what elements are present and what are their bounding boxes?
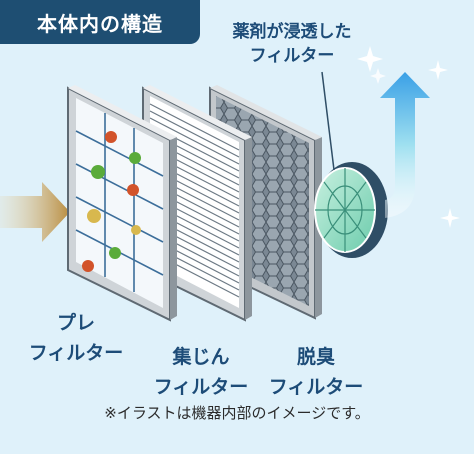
label-pointer (321, 71, 335, 171)
outflow-arrow-icon (380, 72, 430, 218)
medicated-filter-label-line2: フィルター (249, 46, 335, 66)
medicated-filter-label: 薬剤が浸透した フィルター (212, 20, 372, 68)
deodorizing-filter-label-line1: 脱臭 (296, 346, 335, 368)
deodorizing-filter-label-line2: フィルター (268, 376, 364, 398)
dust-collection-filter-label-line1: 集じん (172, 346, 230, 368)
dust-collection-filter-label: 集じん フィルター (136, 342, 266, 402)
pre-filter-label-line1: プレ (56, 312, 95, 334)
page-title: 本体内の構造 (0, 0, 200, 44)
particle-icon (82, 131, 141, 272)
pre-filter-label-line2: フィルター (28, 342, 124, 364)
deodorizing-filter-label: 脱臭 フィルター (250, 342, 382, 402)
pre-filter (67, 85, 177, 322)
illustration-note: ※イラストは機器内部のイメージです。 (104, 404, 370, 422)
sparkle-icon (357, 46, 460, 228)
medicated-filter-disc (314, 162, 388, 258)
medicated-filter-label-line1: 薬剤が浸透した (232, 22, 352, 42)
intake-arrow-icon (0, 182, 70, 242)
dust-collection-filter-label-line2: フィルター (153, 376, 249, 398)
pre-filter-label: プレ フィルター (6, 308, 146, 368)
